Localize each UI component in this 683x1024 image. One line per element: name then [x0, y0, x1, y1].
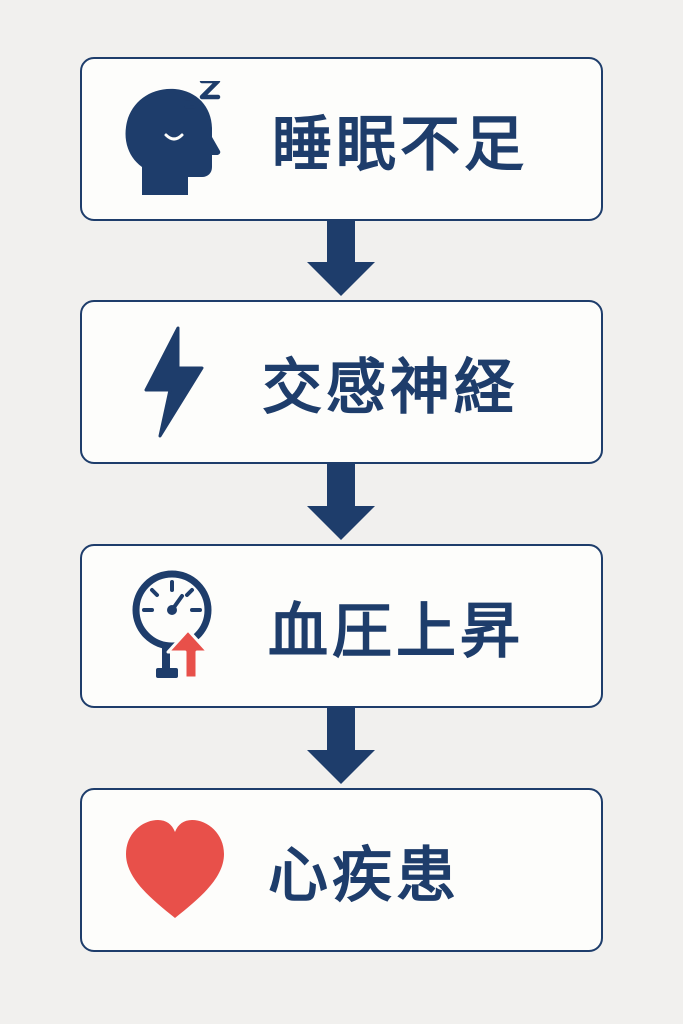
flow-step-sympathetic-nerve: 交感神経	[80, 300, 603, 464]
blood-pressure-gauge-icon	[120, 568, 230, 688]
step-label-sleep-deprivation: 睡眠不足	[272, 109, 528, 180]
flow-step-heart-disease: 心疾患	[80, 788, 603, 952]
lightning-bolt-icon	[120, 324, 230, 444]
heart-icon	[120, 812, 230, 932]
flow-step-blood-pressure-rise: 血圧上昇	[80, 544, 603, 708]
step-label-blood-pressure-rise: 血圧上昇	[268, 596, 524, 667]
step-label-heart-disease: 心疾患	[268, 840, 460, 911]
sleeping-head-icon	[120, 81, 230, 201]
down-arrow-icon	[303, 464, 379, 544]
down-arrow-icon	[303, 708, 379, 788]
down-arrow-icon	[303, 220, 379, 300]
flow-step-sleep-deprivation: 睡眠不足	[80, 57, 603, 221]
step-label-sympathetic-nerve: 交感神経	[262, 352, 518, 423]
